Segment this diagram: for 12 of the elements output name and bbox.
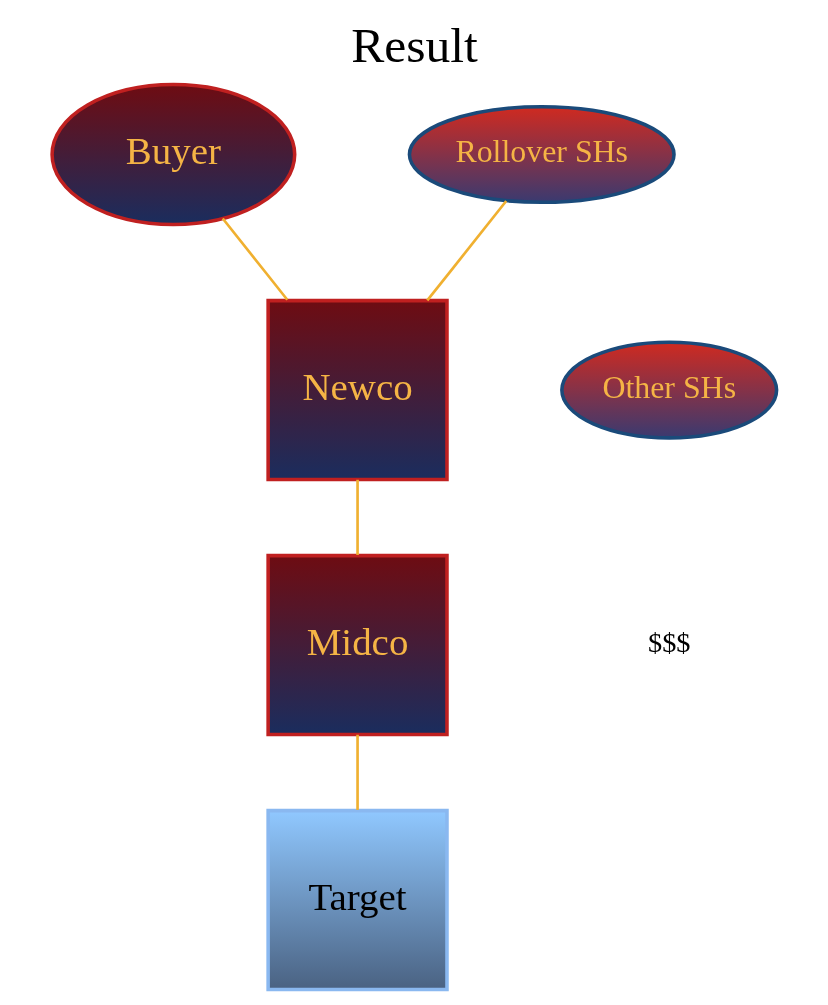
node-box: Newco — [265, 298, 449, 482]
connector — [221, 217, 288, 301]
node-box: Midco — [265, 553, 449, 737]
connector — [355, 734, 359, 810]
diagram-title: Result — [350, 18, 478, 74]
node-ellipse: Rollover SHs — [407, 104, 676, 205]
connector — [425, 200, 507, 302]
label: $$$ — [647, 626, 690, 658]
node-ellipse: Buyer — [49, 82, 296, 227]
connector — [355, 479, 359, 555]
node-ellipse: Other SHs — [559, 340, 778, 440]
node-box: Target — [265, 808, 449, 992]
